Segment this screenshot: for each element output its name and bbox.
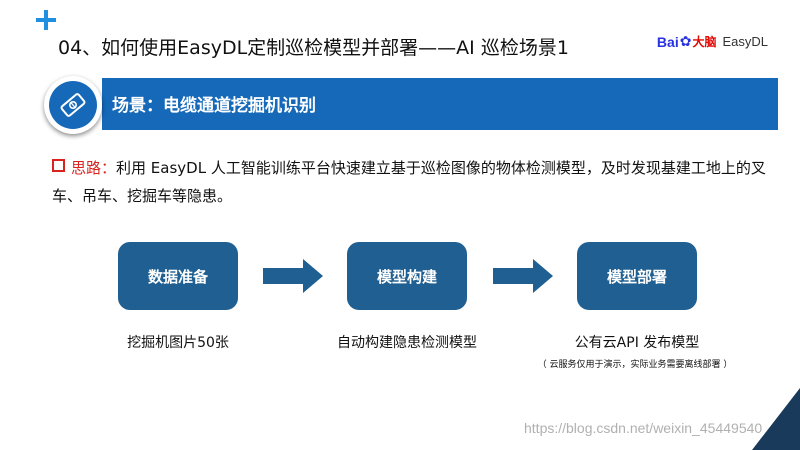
step-data-preparation: 数据准备: [118, 242, 238, 310]
watermark-url: https://blog.csdn.net/weixin_45449540: [524, 420, 763, 436]
slide-title: 04、如何使用EasyDL定制巡检模型并部署——AI 巡检场景1: [58, 37, 569, 59]
idea-paragraph: 思路：利用 EasyDL 人工智能训练平台快速建立基于巡检图像的物体检测模型，及…: [52, 154, 777, 210]
plus-decoration-icon: [36, 10, 56, 30]
deployment-note: （ 云服务仅用于演示，实际业务需要离线部署 ）: [537, 360, 733, 370]
logo-product-text: EasyDL: [722, 34, 768, 49]
corner-triangle-decoration: [752, 388, 800, 450]
step-label: 模型部署: [606, 267, 667, 286]
step-caption: 挖掘机图片50张: [127, 335, 229, 351]
scene-banner: 场景：电缆通道挖掘机识别: [102, 78, 778, 130]
scene-badge: [44, 76, 102, 134]
step-caption: 自动构建隐患检测模型: [337, 335, 477, 351]
step-caption: 公有云API 发布模型: [574, 335, 700, 351]
logo-bai-text: Bai: [656, 33, 679, 50]
paw-icon: ✿: [679, 33, 692, 49]
scene-title: 场景：电缆通道挖掘机识别: [112, 96, 316, 116]
step-model-building: 模型构建: [347, 242, 467, 310]
idea-label: 思路：: [71, 159, 117, 177]
logo-brain-text: 大脑: [692, 35, 717, 49]
square-bullet-icon: [52, 159, 65, 172]
step-model-deployment: 模型部署: [577, 242, 697, 310]
idea-text: 利用 EasyDL 人工智能训练平台快速建立基于巡检图像的物体检测模型，及时发现…: [52, 159, 766, 205]
right-arrow-icon: [493, 259, 553, 293]
right-arrow-icon: [263, 259, 323, 293]
step-label: 模型构建: [376, 267, 437, 286]
baidu-easydl-logo: Bai ✿ 大脑 EasyDL: [657, 33, 768, 50]
step-label: 数据准备: [147, 267, 208, 286]
money-tag-icon: [49, 81, 97, 129]
